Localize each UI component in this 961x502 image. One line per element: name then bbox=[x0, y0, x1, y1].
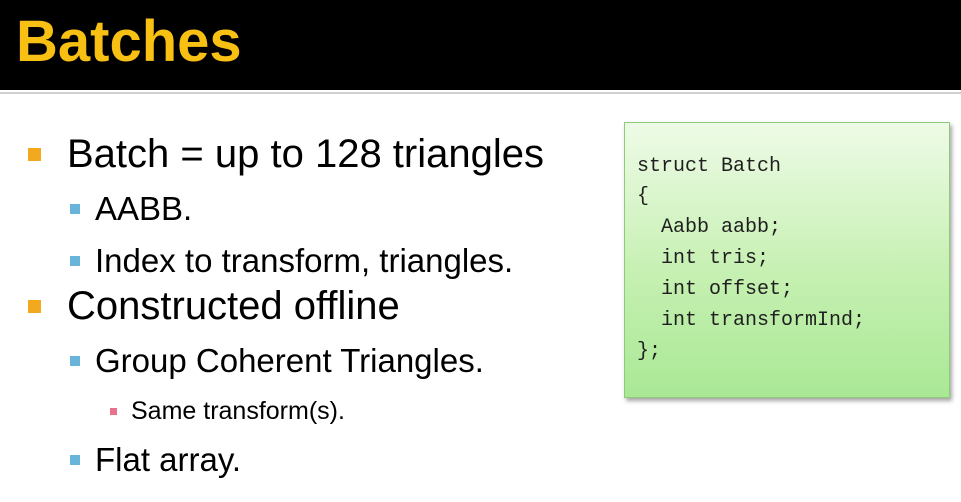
code-line: }; bbox=[637, 340, 662, 363]
bullet-level2: Index to transform, triangles. bbox=[70, 242, 513, 280]
code-line: int tris; bbox=[637, 247, 770, 270]
code-line: struct Batch bbox=[637, 155, 782, 178]
bullet-level1: Batch = up to 128 triangles bbox=[28, 132, 544, 177]
bullet-level2: AABB. bbox=[70, 190, 192, 228]
bullet-marker bbox=[70, 356, 80, 366]
bullet-marker bbox=[28, 300, 41, 313]
title-divider bbox=[0, 92, 961, 94]
bullet-marker bbox=[70, 455, 80, 465]
bullet-level3: Same transform(s). bbox=[110, 397, 345, 426]
bullet-level2: Flat array. bbox=[70, 441, 241, 479]
code-line: int transformInd; bbox=[637, 309, 866, 332]
bullet-text: Same transform(s). bbox=[131, 397, 345, 425]
code-box: struct Batch { Aabb aabb; int tris; int … bbox=[624, 122, 950, 398]
bullet-level2: Group Coherent Triangles. bbox=[70, 342, 484, 380]
bullet-text: Constructed offline bbox=[67, 284, 400, 328]
bullet-text: Batch = up to 128 triangles bbox=[67, 132, 544, 176]
code-line: { bbox=[637, 185, 650, 208]
bullet-text: Group Coherent Triangles. bbox=[95, 342, 484, 379]
slide-title: Batches bbox=[16, 9, 242, 74]
code-line: Aabb aabb; bbox=[637, 216, 782, 239]
title-bar: Batches bbox=[0, 0, 961, 90]
bullet-level1: Constructed offline bbox=[28, 284, 400, 329]
bullet-text: AABB. bbox=[95, 190, 193, 227]
bullet-marker bbox=[28, 148, 41, 161]
bullet-text: Flat array. bbox=[95, 441, 242, 478]
bullet-marker bbox=[70, 256, 80, 266]
code-line: int offset; bbox=[637, 278, 794, 301]
bullet-marker bbox=[110, 408, 117, 415]
bullet-text: Index to transform, triangles. bbox=[95, 242, 514, 279]
bullet-marker bbox=[70, 204, 80, 214]
